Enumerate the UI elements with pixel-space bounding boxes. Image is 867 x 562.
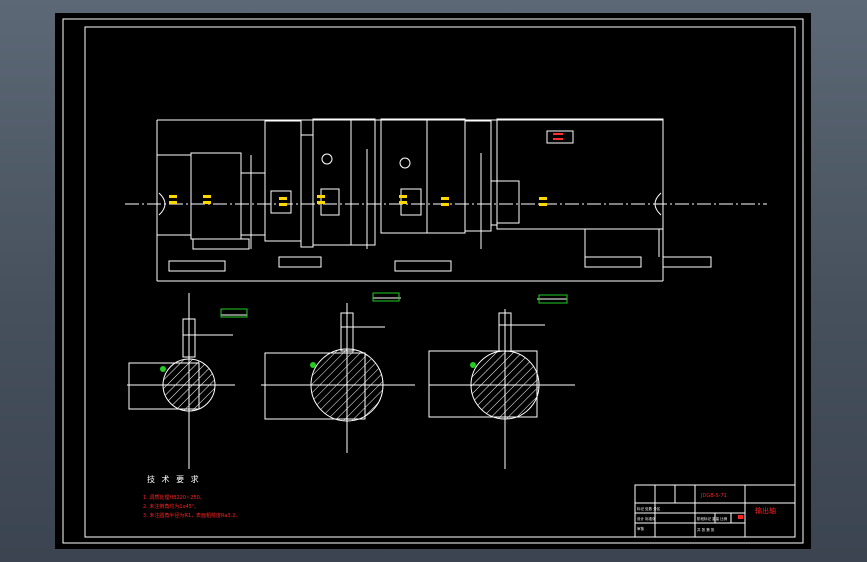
sheet-border-inner xyxy=(84,26,796,538)
note-3: 3. 未注圆角半径为R1，表面粗糙度Ra3.2。 xyxy=(143,512,240,519)
shaft-seg-10 xyxy=(464,120,492,232)
shaft-seg-2 xyxy=(190,152,242,240)
shaft-seg-8 xyxy=(380,118,428,234)
title-cell-5: 阶段标记 重量 比例 xyxy=(697,516,728,521)
cad-viewport[interactable]: 技 术 要 求 1. 调质处理HB220~250。 2. 未注倒角均为1x45°… xyxy=(55,13,811,549)
shaft-seg-5 xyxy=(300,134,314,248)
part-name: 输出轴 xyxy=(755,506,776,515)
section-view-1 xyxy=(127,293,247,469)
sheet-border-outer xyxy=(62,18,804,544)
title-cell-6: 共 张 第 张 xyxy=(697,527,715,532)
notes-title: 技 术 要 求 xyxy=(147,474,201,484)
shaft-seg-13 xyxy=(496,118,664,230)
technical-notes: 技 术 要 求 1. 调质处理HB220~250。 2. 未注倒角均为1x45°… xyxy=(143,474,240,519)
title-cell-1: 标记 处数 分区 xyxy=(637,506,661,511)
shaft-main-view xyxy=(125,118,767,282)
section-view-3 xyxy=(428,298,575,469)
shaft-seg-9 xyxy=(426,118,466,234)
engineering-drawing: 技 术 要 求 1. 调质处理HB220~250。 2. 未注倒角均为1x45°… xyxy=(62,18,804,544)
note-1: 1. 调质处理HB220~250。 xyxy=(143,494,205,501)
title-cell-3: 审核 xyxy=(637,526,645,531)
shaft-seg-7 xyxy=(350,118,376,246)
title-cell-2: 设计 标准化 xyxy=(637,516,656,521)
shaft-dimension-marks xyxy=(169,195,547,206)
note-2: 2. 未注倒角均为1x45°。 xyxy=(143,503,199,510)
shaft-seg-12 xyxy=(496,180,520,224)
shaft-seg-4 xyxy=(264,120,302,242)
drawing-number: JDGB-S-71 xyxy=(700,493,727,499)
section-view-2 xyxy=(261,297,415,453)
title-block xyxy=(634,484,796,538)
shaft-seg-11 xyxy=(490,180,498,226)
shaft-seg-6 xyxy=(312,118,352,246)
